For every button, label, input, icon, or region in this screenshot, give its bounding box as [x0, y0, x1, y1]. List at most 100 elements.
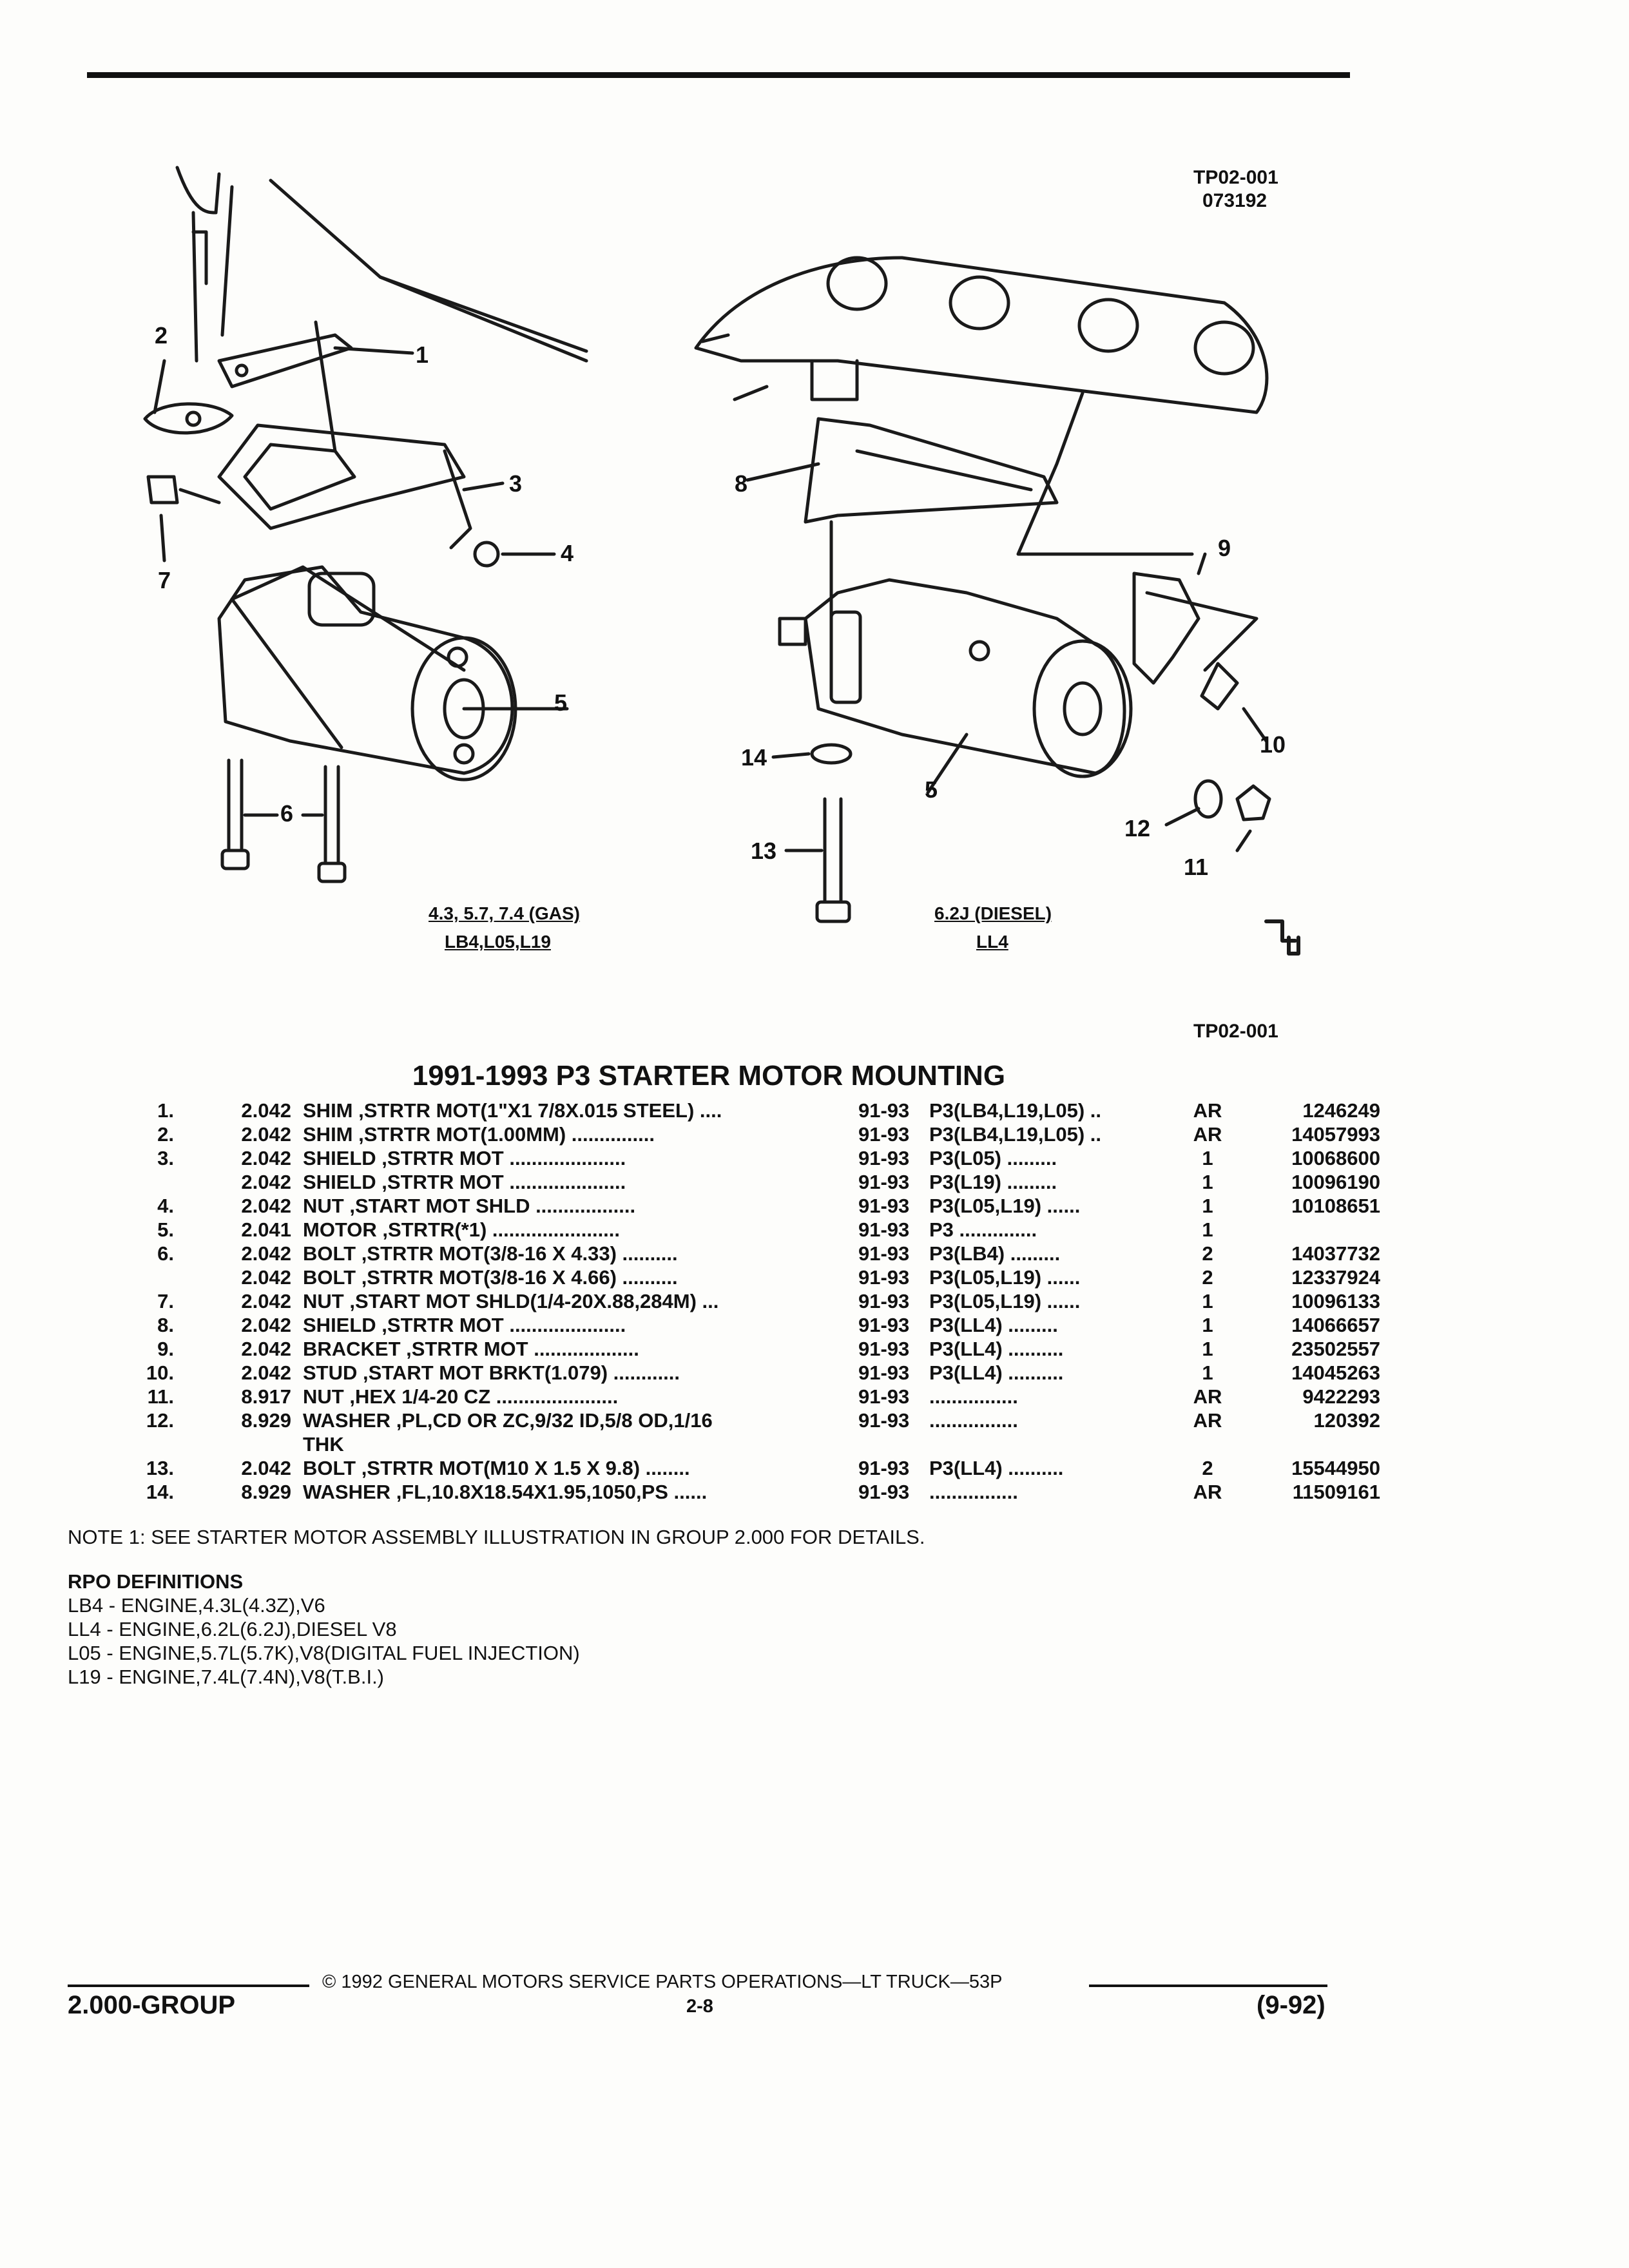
callout-5-right: 5 [925, 776, 938, 803]
description: SHIELD ,STRTR MOT ..................... [303, 1170, 858, 1194]
ref-number: 6. [157, 1242, 174, 1265]
group-number: 2.042 [241, 1314, 291, 1336]
quantity: 2 [1202, 1266, 1213, 1289]
caption-gas-engines: 4.3, 5.7, 7.4 (GAS) [429, 903, 580, 923]
callout-12: 12 [1124, 815, 1151, 841]
quantity: AR [1193, 1481, 1222, 1503]
model-years [858, 1432, 929, 1456]
footer-revision: (9-92) [1257, 1991, 1325, 2019]
part-number: 11509161 [1292, 1481, 1380, 1503]
part-number: 10068600 [1291, 1147, 1380, 1169]
model-years: 91-93 [858, 1099, 910, 1122]
part-detail: THK [303, 1433, 344, 1456]
part-number: 9422293 [1302, 1385, 1380, 1408]
model-application: P3(L19) ......... [929, 1171, 1057, 1193]
part-name: BOLT [303, 1242, 356, 1265]
quantity: 2 [1202, 1457, 1213, 1479]
caption-diesel-rpo: LL4 [976, 932, 1008, 952]
group-number: 8.929 [241, 1409, 291, 1432]
rpo-line: LB4 - ENGINE,4.3L(4.3Z),V6 [68, 1594, 325, 1617]
rpo-line: L05 - ENGINE,5.7L(5.7K),V8(DIGITAL FUEL … [68, 1642, 580, 1664]
group-number: 8.929 [241, 1481, 291, 1503]
callout-11: 11 [1184, 854, 1209, 880]
part-number: 14045263 [1291, 1361, 1380, 1384]
part-number: 10096133 [1291, 1290, 1380, 1312]
description: NUT ,START MOT SHLD(1/4-20X.88,284M) ... [303, 1289, 858, 1313]
quantity: AR [1193, 1409, 1222, 1432]
part-name: NUT [303, 1385, 344, 1408]
part-number [1235, 1432, 1380, 1456]
part-detail: ,STRTR MOT(3/8-16 X 4.33) .......... [356, 1242, 678, 1265]
model-application: P3(L05,L19) ...... [929, 1290, 1081, 1312]
group-number: 2.042 [241, 1195, 291, 1217]
group-number: 2.042 [241, 1338, 291, 1360]
part-detail: ,STRTR MOT(M10 X 1.5 X 9.8) ........ [356, 1457, 690, 1479]
description: SHIM ,STRTR MOT(1.00MM) ............... [303, 1122, 858, 1146]
description: NUT ,START MOT SHLD .................. [303, 1194, 858, 1218]
group-number: 8.917 [241, 1385, 291, 1408]
part-number [1235, 1218, 1380, 1242]
description: BRACKET ,STRTR MOT ................... [303, 1337, 858, 1361]
ref-number: 10. [146, 1361, 174, 1384]
description: BOLT ,STRTR MOT(3/8-16 X 4.66) .........… [303, 1265, 858, 1289]
model-years: 91-93 [858, 1218, 910, 1241]
ref-number: 12. [146, 1409, 174, 1432]
group-number: 2.042 [241, 1147, 291, 1169]
callout-10: 10 [1260, 731, 1286, 758]
model-years: 91-93 [858, 1338, 910, 1360]
model-application [929, 1432, 1181, 1456]
table-row: THK [103, 1432, 1380, 1456]
quantity: 2 [1202, 1242, 1213, 1265]
part-name: SHIM [303, 1123, 353, 1146]
group-number [183, 1432, 303, 1456]
callout-8: 8 [735, 470, 748, 497]
rpo-definitions: RPO DEFINITIONS LB4 - ENGINE,4.3L(4.3Z),… [68, 1570, 580, 1689]
quantity: 1 [1202, 1361, 1213, 1384]
part-name: SHIELD [303, 1147, 376, 1169]
ref-number: 11. [147, 1385, 174, 1408]
group-number: 2.042 [241, 1266, 291, 1289]
part-name: SHIELD [303, 1314, 376, 1336]
model-years: 91-93 [858, 1290, 910, 1312]
quantity: 1 [1202, 1314, 1213, 1336]
description: THK [303, 1432, 858, 1456]
part-detail: ,STRTR MOT ..................... [376, 1314, 626, 1336]
description: SHIELD ,STRTR MOT ..................... [303, 1146, 858, 1170]
model-years: 91-93 [858, 1242, 910, 1265]
model-years: 91-93 [858, 1361, 910, 1384]
table-row: 2.042 SHIELD ,STRTR MOT .................… [103, 1170, 1380, 1194]
model-application: ................ [929, 1385, 1018, 1408]
rpo-heading: RPO DEFINITIONS [68, 1570, 244, 1593]
model-application: P3(LL4) .......... [929, 1361, 1064, 1384]
ref-number: 5. [157, 1218, 174, 1241]
quantity: AR [1193, 1099, 1222, 1122]
model-years: 91-93 [858, 1195, 910, 1217]
table-row: 2.042 BOLT ,STRTR MOT(3/8-16 X 4.66) ....… [103, 1265, 1380, 1289]
group-number: 2.042 [241, 1099, 291, 1122]
model-years: 91-93 [858, 1457, 910, 1479]
part-name: BOLT [303, 1266, 356, 1289]
model-years: 91-93 [858, 1481, 910, 1503]
part-detail: ,STRTR MOT ..................... [376, 1171, 626, 1193]
description: NUT ,HEX 1/4-20 CZ .....................… [303, 1385, 858, 1408]
part-detail: ,PL,CD OR ZC,9/32 ID,5/8 OD,1/16 [390, 1409, 713, 1432]
rpo-line: L19 - ENGINE,7.4L(7.4N),V8(T.B.I.) [68, 1666, 385, 1688]
callout-5-left: 5 [554, 689, 568, 716]
callout-4: 4 [561, 540, 574, 566]
description: SHIM ,STRTR MOT(1"X1 7/8X.015 STEEL) ...… [303, 1099, 858, 1122]
quantity: 1 [1202, 1290, 1213, 1312]
part-name: WASHER [303, 1481, 391, 1503]
part-detail: ,HEX 1/4-20 CZ ...................... [343, 1385, 619, 1408]
quantity [1181, 1432, 1235, 1456]
model-years: 91-93 [858, 1409, 910, 1432]
part-detail: ,START MOT SHLD(1/4-20X.88,284M) ... [343, 1290, 719, 1312]
group-number: 2.042 [241, 1171, 291, 1193]
